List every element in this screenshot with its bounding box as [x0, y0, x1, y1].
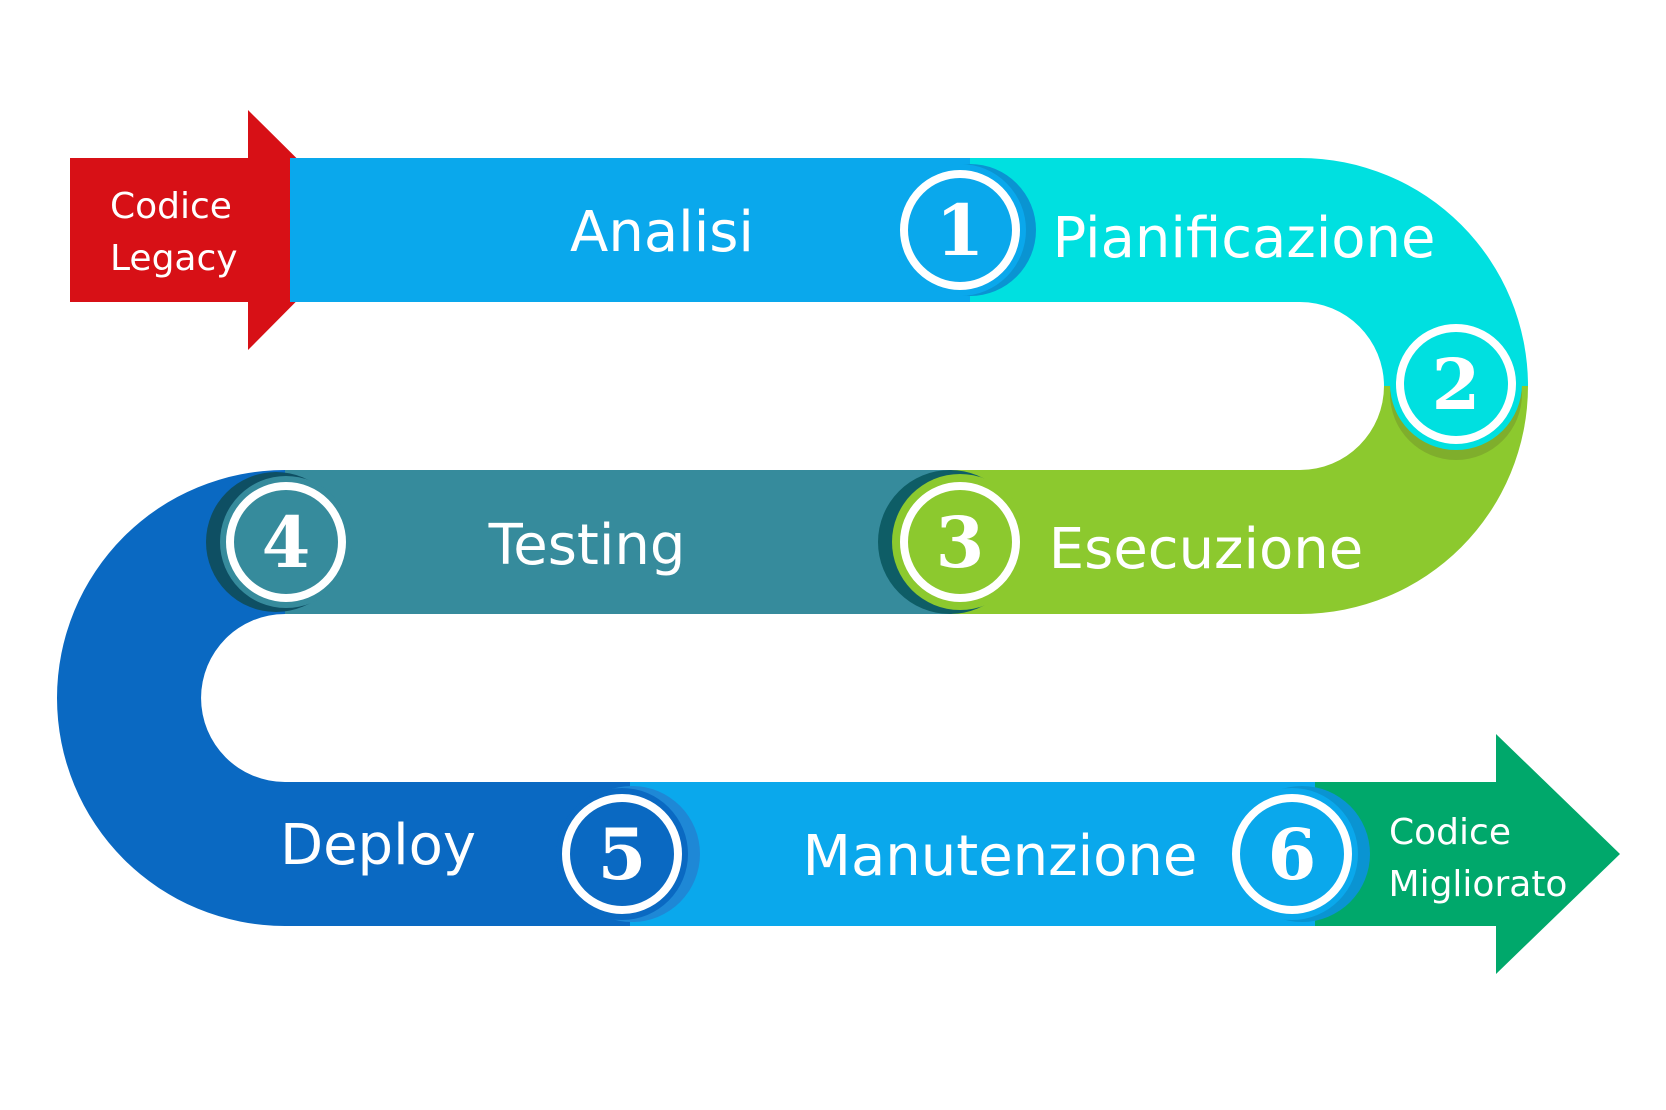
stage-2-label: Pianificazione — [1052, 206, 1435, 271]
stage-4-label: Testing — [488, 513, 686, 578]
stage-3-band — [952, 386, 1528, 614]
stage-1-badge-disc — [894, 164, 1026, 296]
stage-3-badge-disc — [892, 474, 1028, 610]
stage-4-badge-ring — [226, 482, 346, 602]
start-label-line2: Legacy — [110, 238, 238, 279]
stage-2-badge-ring — [1396, 324, 1516, 444]
stage-1-label: Analisi — [570, 200, 754, 265]
stage-5-badge-ring — [562, 794, 682, 914]
stage-5-number: 5 — [598, 813, 647, 896]
end-label-line2: Migliorato — [1389, 864, 1568, 905]
stage-2-number: 2 — [1432, 343, 1481, 426]
stage-1-badge-ring — [900, 170, 1020, 290]
stage-5-badge-disc — [556, 788, 688, 920]
stage-6-badge-ring — [1232, 794, 1352, 914]
stage-5-label: Deploy — [280, 813, 476, 878]
stage-6-label: Manutenzione — [803, 824, 1198, 889]
stage-4-badge: 4 — [206, 472, 352, 612]
stage-1-badge: 1 — [894, 164, 1036, 296]
stage-6-badge: 6 — [1226, 786, 1370, 922]
stage-6-number: 6 — [1268, 813, 1317, 896]
stage-3-badge-ring — [900, 482, 1020, 602]
stage-4-badge-disc — [220, 476, 352, 608]
stage-5-badge: 5 — [556, 786, 700, 922]
stage-2-badge: 2 — [1390, 318, 1522, 460]
stage-1-number: 1 — [936, 189, 985, 272]
stage-6-band — [630, 782, 1315, 926]
stage-3-label: Esecuzione — [1049, 517, 1363, 582]
end-arrow: Codice Migliorato — [1315, 734, 1620, 974]
stage-4-band — [285, 470, 952, 614]
stage-1-band — [290, 158, 970, 302]
stage-6-badge-disc — [1226, 788, 1358, 920]
stage-3-badge: 3 — [878, 470, 1028, 614]
stage-4-number: 4 — [262, 501, 311, 584]
start-label-line1: Codice — [110, 186, 232, 227]
stage-3-number: 3 — [936, 501, 985, 584]
stage-2-band — [970, 158, 1528, 386]
end-label-line1: Codice — [1389, 812, 1511, 853]
end-arrow-shape — [1315, 734, 1620, 974]
stage-2-badge-disc — [1390, 318, 1522, 450]
stage-5-band — [57, 470, 630, 926]
